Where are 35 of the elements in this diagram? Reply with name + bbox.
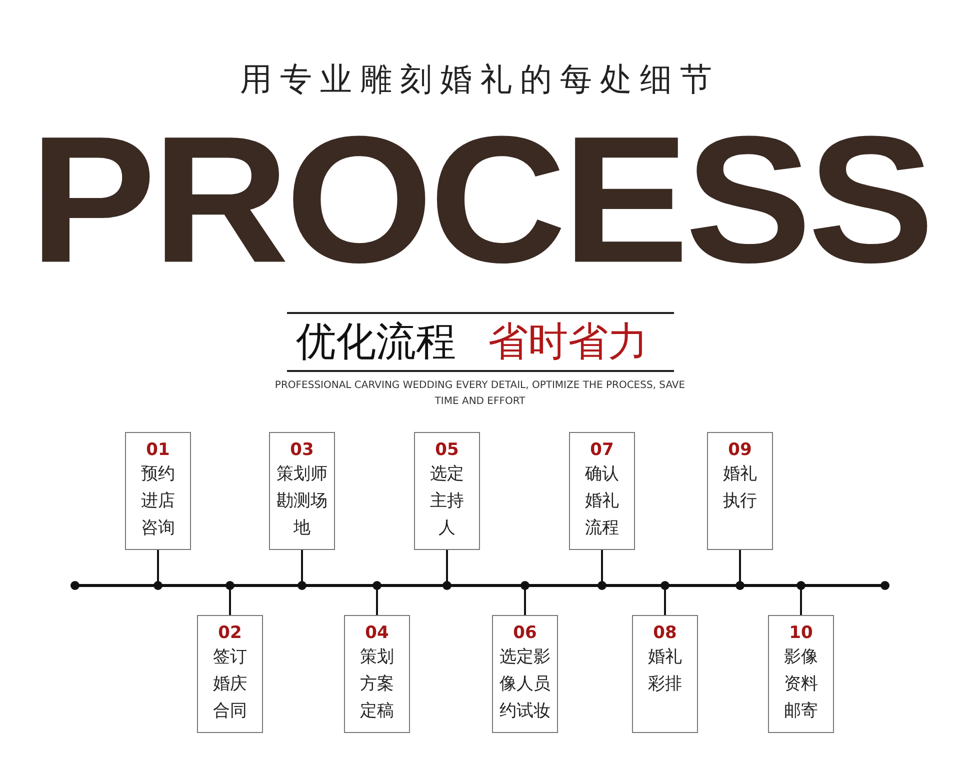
tagline-text: PROFESSIONAL CARVING WEDDING EVERY DETAIL, OPTIMIZE THE PROCESS, SAVE TIME AND EFFORT bbox=[274, 379, 686, 409]
step-text: 婚礼执行 bbox=[722, 463, 758, 513]
step-text: 确认婚礼流程 bbox=[584, 463, 620, 540]
heading: 用专业雕刻婚礼的每处细节 bbox=[239, 59, 721, 100]
step-box bbox=[707, 432, 773, 550]
subtitle-text: 省时省力 bbox=[488, 318, 648, 366]
step-text: 签订婚庆合同 bbox=[212, 646, 248, 723]
step-number: 09 bbox=[728, 439, 752, 461]
step-box bbox=[414, 432, 480, 550]
title-text: PROCESS bbox=[28, 105, 932, 295]
step-text: 预约进店咨询 bbox=[140, 463, 176, 540]
step-box bbox=[344, 615, 410, 733]
step-number: 01 bbox=[146, 439, 170, 461]
step-number: 07 bbox=[590, 439, 614, 461]
step-number: 08 bbox=[653, 622, 677, 644]
step-box bbox=[197, 615, 263, 733]
step-number: 04 bbox=[365, 622, 389, 644]
step-text: 策划方案定稿 bbox=[360, 646, 394, 723]
step-box bbox=[632, 615, 698, 733]
subtitle-text: 优化流程 bbox=[296, 318, 456, 366]
step-text: 选定主持人 bbox=[430, 463, 464, 540]
step-box bbox=[125, 432, 191, 550]
step-text: 选定影像人员约试妆 bbox=[499, 646, 551, 723]
step-number: 10 bbox=[789, 622, 813, 644]
step-box bbox=[269, 432, 335, 550]
step-text: 影像资料邮寄 bbox=[784, 646, 818, 723]
step-number: 06 bbox=[513, 622, 537, 644]
step-box bbox=[492, 615, 558, 733]
step-text: 策划师勘测场地 bbox=[276, 463, 328, 540]
step-box bbox=[569, 432, 635, 550]
step-number: 05 bbox=[435, 439, 459, 461]
step-text: 婚礼彩排 bbox=[648, 646, 682, 696]
step-box bbox=[768, 615, 834, 733]
step-number: 02 bbox=[218, 622, 242, 644]
step-number: 03 bbox=[290, 439, 314, 461]
